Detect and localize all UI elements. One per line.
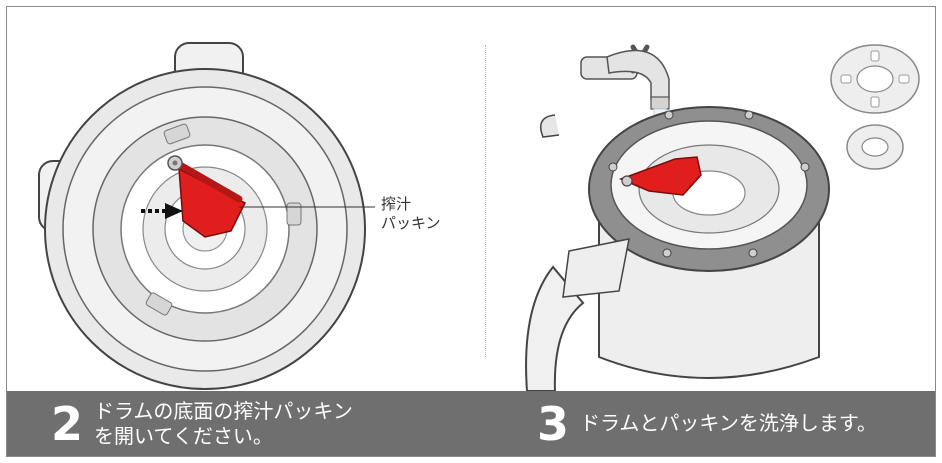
faucet: [580, 44, 670, 110]
step-2-line-2: を開いてください。: [94, 423, 273, 448]
panel-divider: [485, 45, 486, 357]
gasket-small: [846, 124, 904, 170]
drum-top-view: [38, 42, 375, 390]
callout-line-1: 搾汁: [381, 195, 412, 213]
drum-wash-view: [525, 44, 830, 391]
illustration: [38, 42, 920, 391]
step-2: 2 ドラムの底面の搾汁パッキン を開いてください。: [51, 391, 353, 456]
step-2-line-1: ドラムの底面の搾汁パッキン: [94, 398, 353, 423]
callout-line-2: パッキン: [381, 214, 441, 232]
step-text: ドラムとパッキンを洗浄します。: [580, 411, 877, 436]
step-3-line-1: ドラムとパッキンを洗浄します。: [580, 411, 877, 435]
step-number: 2: [51, 396, 83, 451]
packing-callout: 搾汁 パッキン: [381, 195, 441, 233]
step-3: 3 ドラムとパッキンを洗浄します。: [537, 391, 877, 456]
step-number: 3: [537, 396, 569, 451]
instruction-panel: 搾汁 パッキン 2 ドラムの底面の搾汁パッキン を開いてください。 3 ドラムと…: [6, 6, 936, 457]
gasket-large: [830, 44, 920, 114]
step-text: ドラムの底面の搾汁パッキン を開いてください。: [94, 399, 353, 449]
caption-bar: 2 ドラムの底面の搾汁パッキン を開いてください。 3 ドラムとパッキンを洗浄し…: [7, 391, 935, 456]
push-arrow: [141, 203, 183, 219]
